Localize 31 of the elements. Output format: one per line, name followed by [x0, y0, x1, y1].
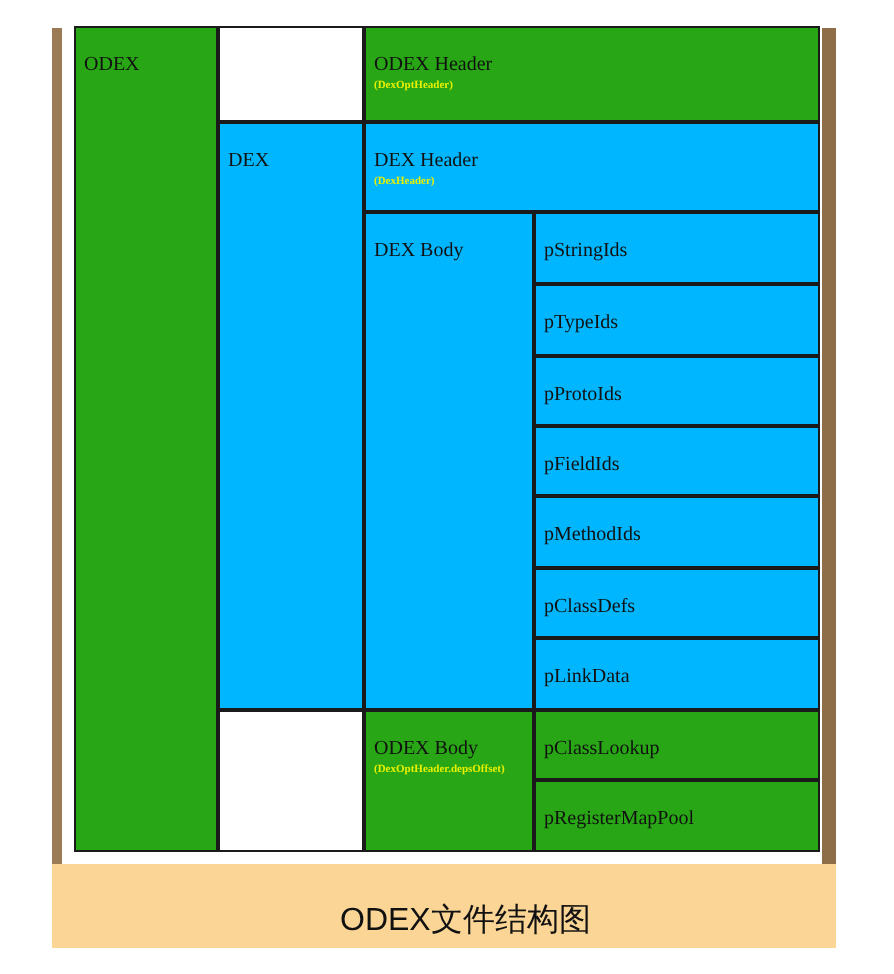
section-cell — [534, 496, 820, 568]
cell-label: pClassDefs — [544, 596, 636, 618]
cell-label: DEX — [228, 150, 270, 172]
section-cell — [534, 568, 820, 638]
section-cell — [534, 212, 820, 284]
section-cell — [534, 780, 820, 852]
section-cell — [534, 638, 820, 710]
section-cell — [534, 356, 820, 426]
cell-label: pProtoIds — [544, 384, 622, 406]
section-cell — [218, 122, 364, 710]
cell-label: pClassLookup — [544, 738, 660, 760]
cell-label: DEX Header — [374, 150, 478, 172]
cell-label: ODEX Header — [374, 54, 493, 76]
section-cell — [534, 284, 820, 356]
caption: ODEX文件结构图 — [340, 904, 591, 940]
section-cell — [534, 710, 820, 780]
section-cell — [364, 122, 820, 212]
cell-label: DEX Body — [374, 240, 464, 262]
section-cell — [74, 26, 218, 852]
cell-label: pLinkData — [544, 666, 630, 688]
cell-label: pFieldIds — [544, 454, 620, 476]
cell-label: pMethodIds — [544, 524, 641, 546]
section-cell — [534, 426, 820, 496]
section-cell — [364, 710, 534, 852]
cell-label: pRegisterMapPool — [544, 808, 694, 830]
cell-label: pTypeIds — [544, 312, 619, 334]
section-cell — [364, 212, 534, 710]
section-cell — [364, 26, 820, 122]
cell-label: ODEX Body — [374, 738, 478, 760]
cell-label: pStringIds — [544, 240, 628, 262]
cell-label: ODEX — [84, 54, 140, 76]
